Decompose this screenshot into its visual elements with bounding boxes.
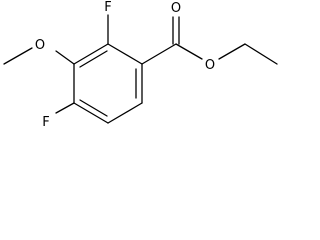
atom-oxygen-methoxy: O — [35, 38, 45, 53]
bond-carbonyl-ester-oxygen — [175, 43, 203, 60]
bond-oxygen-methyl — [3, 47, 33, 65]
ring-bond-c4-c5 — [73, 102, 109, 124]
ring-inner-bond-1 — [79, 50, 108, 68]
bond-ester-oxygen-ethyl — [218, 43, 246, 60]
molecule-drawing: F O F O O — [3, 0, 278, 130]
ring-bond-c2-c3 — [73, 43, 109, 65]
ring-bond-c1-c2 — [107, 43, 143, 65]
bond-ring-carbonyl-carbon — [141, 43, 177, 65]
atom-oxygen-ester: O — [205, 58, 215, 73]
bond-c4-fluorine — [55, 102, 75, 114]
bond-ethyl-methyl — [244, 43, 278, 65]
ring-bond-c5-c6 — [107, 102, 143, 124]
atom-oxygen-carbonyl: O — [171, 1, 181, 16]
structure-diagram: F O F O O — [3, 0, 278, 130]
ring-inner-bond-2 — [79, 99, 108, 117]
atom-fluorine-top: F — [104, 0, 111, 15]
bond-c3-oxygen — [55, 50, 75, 65]
atom-fluorine-bottom: F — [42, 115, 49, 130]
